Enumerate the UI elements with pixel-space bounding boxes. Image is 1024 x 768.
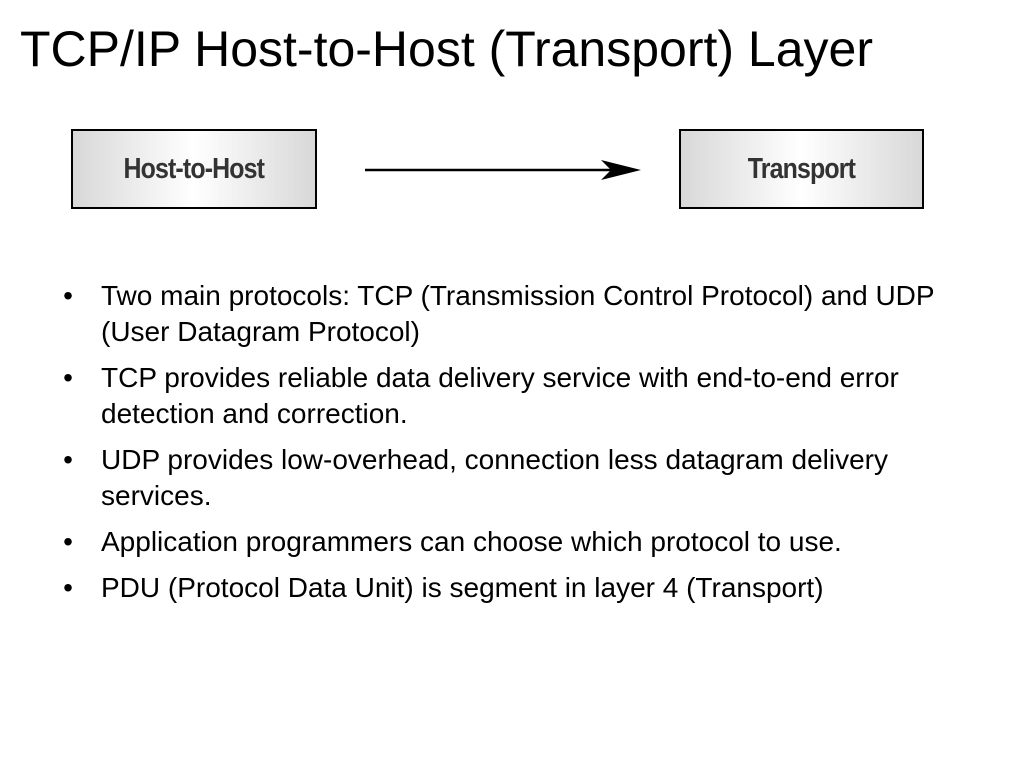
list-item: • UDP provides low-overhead, connection … — [58, 442, 958, 514]
list-item: • Two main protocols: TCP (Transmission … — [58, 278, 958, 350]
layer-mapping-diagram: Host-to-Host Transport — [0, 0, 1024, 230]
bullet-marker: • — [63, 444, 73, 475]
host-to-host-box: Host-to-Host — [71, 129, 317, 209]
bullet-text: TCP provides reliable data delivery serv… — [101, 362, 899, 429]
bullet-marker: • — [63, 526, 73, 557]
bullet-text: PDU (Protocol Data Unit) is segment in l… — [101, 572, 824, 603]
bullet-text: Two main protocols: TCP (Transmission Co… — [101, 280, 935, 347]
bullet-list: • Two main protocols: TCP (Transmission … — [58, 278, 958, 616]
bullet-marker: • — [63, 572, 73, 603]
bullet-marker: • — [63, 362, 73, 393]
bullet-text: UDP provides low-overhead, connection le… — [101, 444, 888, 511]
list-item: • TCP provides reliable data delivery se… — [58, 360, 958, 432]
slide-title: TCP/IP Host-to-Host (Transport) Layer — [20, 21, 874, 77]
bullet-marker: • — [63, 280, 73, 311]
host-to-host-label: Host-to-Host — [123, 152, 266, 185]
right-arrow-icon — [365, 160, 641, 180]
bullet-text: Application programmers can choose which… — [101, 526, 842, 557]
transport-box: Transport — [679, 129, 924, 209]
transport-label: Transport — [747, 152, 856, 185]
list-item: • Application programmers can choose whi… — [58, 524, 958, 560]
list-item: • PDU (Protocol Data Unit) is segment in… — [58, 570, 958, 606]
